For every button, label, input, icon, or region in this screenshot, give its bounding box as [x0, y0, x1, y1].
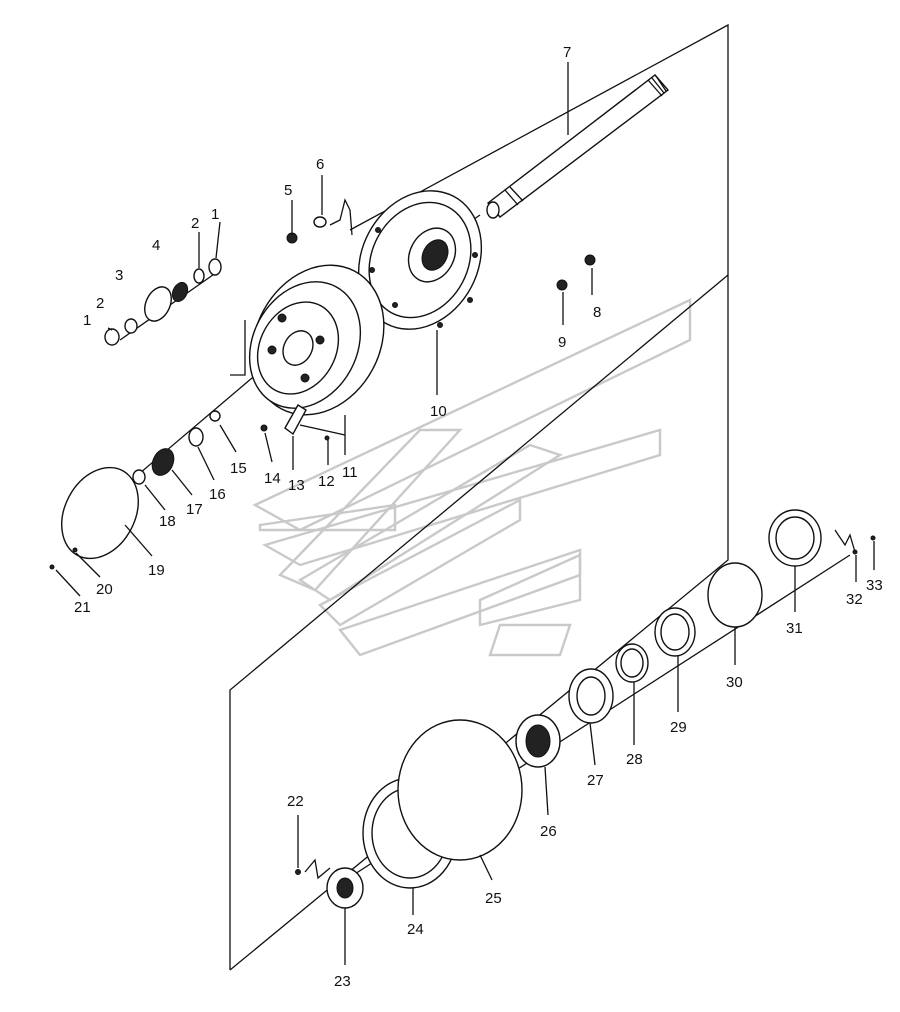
label-part-8: 8 — [593, 304, 601, 321]
housing-part-11 — [248, 264, 385, 436]
label-part-29: 29 — [670, 719, 687, 736]
label-part-2a: 2 — [96, 295, 104, 312]
small-parts — [49, 216, 596, 570]
label-part-5: 5 — [284, 182, 292, 199]
label-part-16: 16 — [209, 486, 226, 503]
label-part-17: 17 — [186, 501, 203, 518]
label-part-24: 24 — [407, 921, 424, 938]
lower-parts — [295, 509, 876, 909]
label-part-13: 13 — [288, 477, 305, 494]
part-labels: 1 2 3 4 2 1 5 6 7 8 9 10 11 12 13 14 15 … — [74, 44, 883, 990]
cover-part-10 — [357, 190, 483, 330]
label-part-9: 9 — [558, 334, 566, 351]
label-part-26: 26 — [540, 823, 557, 840]
label-part-1a: 1 — [83, 312, 91, 329]
label-part-1b: 1 — [211, 206, 219, 223]
label-part-6: 6 — [316, 156, 324, 173]
label-part-3: 3 — [115, 267, 123, 284]
label-part-19: 19 — [148, 562, 165, 579]
background-watermark — [252, 298, 692, 657]
shaft-part-7 — [486, 74, 670, 219]
label-part-10: 10 — [430, 403, 447, 420]
label-part-20: 20 — [96, 581, 113, 598]
label-part-31: 31 — [786, 620, 803, 637]
label-part-28: 28 — [626, 751, 643, 768]
label-part-30: 30 — [726, 674, 743, 691]
label-part-7: 7 — [563, 44, 571, 61]
label-part-11: 11 — [342, 464, 358, 481]
label-part-23: 23 — [334, 973, 351, 990]
label-part-22: 22 — [287, 793, 304, 810]
label-part-15: 15 — [230, 460, 247, 477]
label-part-27: 27 — [587, 772, 604, 789]
label-part-2b: 2 — [191, 215, 199, 232]
label-part-33: 33 — [866, 577, 883, 594]
label-part-25: 25 — [485, 890, 502, 907]
label-part-32: 32 — [846, 591, 863, 608]
label-part-21: 21 — [74, 599, 91, 616]
label-part-12: 12 — [318, 473, 335, 490]
label-part-14: 14 — [264, 470, 281, 487]
label-part-4: 4 — [152, 237, 160, 254]
leader-lines — [55, 62, 875, 965]
label-part-18: 18 — [159, 513, 176, 530]
